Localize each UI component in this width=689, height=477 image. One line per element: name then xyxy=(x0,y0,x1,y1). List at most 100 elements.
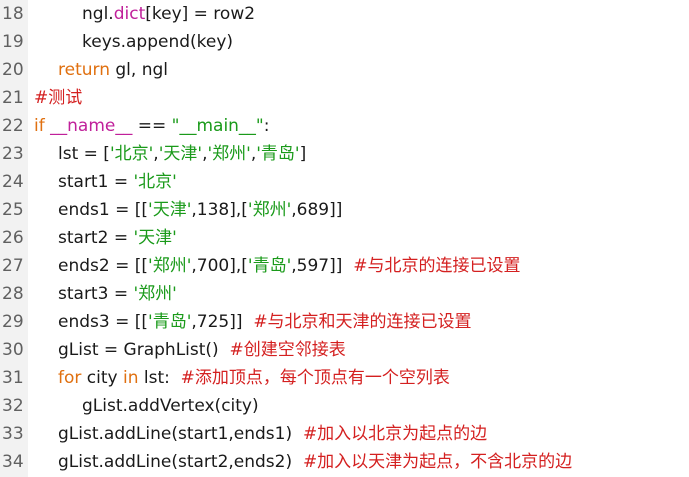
code-text: gList = GraphList() #创建空邻接表 xyxy=(58,336,346,364)
code-token: == xyxy=(132,116,172,136)
code-token: ,700],[ xyxy=(191,256,248,276)
line-number: 21 xyxy=(2,88,24,108)
code-text: ngl.dict[key] = row2 xyxy=(82,0,255,28)
code-line[interactable]: 26 start2 = '天津' xyxy=(0,224,689,252)
code-token: in xyxy=(122,368,139,388)
code-text: start1 = '北京' xyxy=(58,168,177,196)
code-text: gList.addLine(start1,ends1) #加入以北京为起点的边 xyxy=(58,420,487,448)
code-text: start2 = '天津' xyxy=(58,224,177,252)
line-number: 30 xyxy=(2,340,24,360)
line-number: 29 xyxy=(2,312,24,332)
code-token: '青岛' xyxy=(148,312,192,332)
code-line[interactable]: 31 for city in lst: #添加顶点，每个顶点有一个空列表 xyxy=(0,364,689,392)
code-token: '天津' xyxy=(158,144,203,164)
line-number: 19 xyxy=(2,32,24,52)
code-text: gList.addVertex(city) xyxy=(82,392,259,420)
code-token: ends3 = [[ xyxy=(58,312,149,332)
code-token: lst = [ xyxy=(58,144,110,164)
line-number: 26 xyxy=(2,228,24,248)
code-token: '郑州' xyxy=(207,144,251,164)
code-token: #与北京的连接已设置 xyxy=(353,256,521,276)
code-token: #创建空邻接表 xyxy=(229,340,346,360)
code-token: gList.addLine(start2,ends2) xyxy=(58,452,303,472)
code-token: ends1 = [[ xyxy=(58,200,149,220)
code-token: '天津' xyxy=(148,200,192,220)
code-token: gList = GraphList() xyxy=(58,340,230,360)
code-text: ends3 = [['青岛',725]] #与北京和天津的连接已设置 xyxy=(58,308,472,336)
code-token: ends2 = [[ xyxy=(58,256,149,276)
code-line[interactable]: 25 ends1 = [['天津',138],['郑州',689]] xyxy=(0,196,689,224)
code-token: , xyxy=(250,144,257,164)
code-token: ,689]] xyxy=(291,200,343,220)
code-token: if xyxy=(34,116,45,136)
code-token: start3 = xyxy=(58,284,134,304)
code-line[interactable]: 20 return gl, ngl xyxy=(0,56,689,84)
code-token: '北京' xyxy=(109,144,154,164)
code-token: , xyxy=(202,144,208,164)
code-token: #与北京和天津的连接已设置 xyxy=(253,312,472,332)
code-token: gList.addLine(start1,ends1) xyxy=(58,424,303,444)
line-number-gutter xyxy=(0,0,28,477)
code-line[interactable]: 32 gList.addVertex(city) xyxy=(0,392,689,420)
code-token: '天津' xyxy=(133,228,177,248)
code-token: '青岛' xyxy=(247,256,292,276)
code-line[interactable]: 22 if __name__ == "__main__": xyxy=(0,112,689,140)
code-line[interactable]: 24 start1 = '北京' xyxy=(0,168,689,196)
code-text: #测试 xyxy=(34,84,82,112)
code-line[interactable]: 23 lst = ['北京','天津','郑州','青岛'] xyxy=(0,140,689,168)
code-text: if __name__ == "__main__": xyxy=(34,112,270,140)
line-number: 33 xyxy=(2,424,24,444)
code-line[interactable]: 30 gList = GraphList() #创建空邻接表 xyxy=(0,336,689,364)
line-number: 25 xyxy=(2,200,24,220)
code-token: #加入以天津为起点，不含北京的边 xyxy=(302,452,573,472)
code-line[interactable]: 21 #测试 xyxy=(0,84,689,112)
line-number: 22 xyxy=(2,116,24,136)
code-line[interactable]: 29 ends3 = [['青岛',725]] #与北京和天津的连接已设置 xyxy=(0,308,689,336)
line-number: 20 xyxy=(2,60,24,80)
line-number: 18 xyxy=(2,4,24,24)
code-token: ,138],[ xyxy=(191,200,248,220)
code-token: ,597]] xyxy=(291,256,354,276)
code-token: "__main__" xyxy=(171,116,264,136)
code-token: [key] = row2 xyxy=(145,4,256,24)
code-text: start3 = '郑州' xyxy=(58,280,177,308)
line-number: 28 xyxy=(2,284,24,304)
code-text: return gl, ngl xyxy=(58,56,168,84)
code-token: start2 = xyxy=(58,228,134,248)
code-token: lst: xyxy=(138,368,181,388)
code-line[interactable]: 18 ngl.dict[key] = row2 xyxy=(0,0,689,28)
code-text: ends1 = [['天津',138],['郑州',689]] xyxy=(58,196,342,224)
code-text: keys.append(key) xyxy=(82,28,233,56)
code-text: lst = ['北京','天津','郑州','青岛'] xyxy=(58,140,306,168)
code-token: dict xyxy=(113,4,146,24)
line-number: 24 xyxy=(2,172,24,192)
line-number: 23 xyxy=(2,144,24,164)
code-token: '青岛' xyxy=(256,144,300,164)
code-token: '郑州' xyxy=(148,256,192,276)
code-token: '郑州' xyxy=(247,200,292,220)
code-token: return xyxy=(58,60,110,80)
code-line[interactable]: 34 gList.addLine(start2,ends2) #加入以天津为起点，… xyxy=(0,448,689,476)
code-line[interactable]: 27 ends2 = [['郑州',700],['青岛',597]] #与北京的连… xyxy=(0,252,689,280)
code-token: start1 = xyxy=(58,172,134,192)
code-line[interactable]: 33 gList.addLine(start1,ends1) #加入以北京为起点的… xyxy=(0,420,689,448)
code-token: ,725]] xyxy=(191,312,254,332)
code-token: __name__ xyxy=(50,116,133,136)
code-token: for xyxy=(58,368,82,388)
code-token: '郑州' xyxy=(133,284,177,304)
line-number: 34 xyxy=(2,452,24,472)
code-token: city xyxy=(81,368,123,388)
code-token: gl, ngl xyxy=(109,60,168,80)
line-number: 31 xyxy=(2,368,24,388)
code-token: #添加顶点，每个顶点有一个空列表 xyxy=(180,368,450,388)
code-token: ] xyxy=(299,144,307,164)
code-text: ends2 = [['郑州',700],['青岛',597]] #与北京的连接已… xyxy=(58,252,520,280)
code-token: #测试 xyxy=(34,88,83,108)
code-line[interactable]: 19 keys.append(key) xyxy=(0,28,689,56)
code-text: gList.addLine(start2,ends2) #加入以天津为起点，不含… xyxy=(58,448,572,476)
code-line[interactable]: 28 start3 = '郑州' xyxy=(0,280,689,308)
code-token: #加入以北京为起点的边 xyxy=(302,424,488,444)
line-number: 27 xyxy=(2,256,24,276)
line-number: 32 xyxy=(2,396,24,416)
